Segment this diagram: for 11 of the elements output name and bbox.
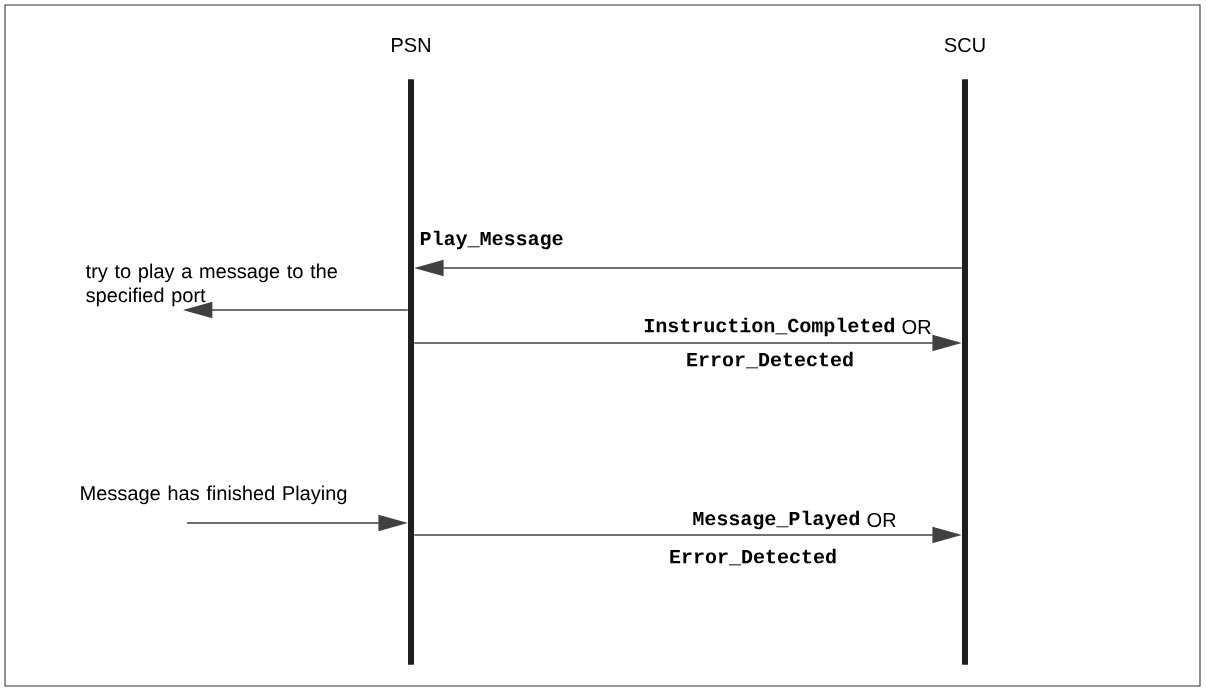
message-label: Instruction_Completed bbox=[644, 317, 894, 337]
or-text: OR bbox=[867, 512, 896, 528]
message-label: Message_Played bbox=[693, 510, 859, 530]
message-label: Error_Detected bbox=[687, 351, 853, 369]
or-text: OR bbox=[902, 319, 931, 335]
lifeline-heading: SCU bbox=[944, 37, 985, 53]
message-label: Play_Message bbox=[420, 230, 563, 250]
lifeline-heading: PSN bbox=[392, 37, 430, 53]
note-text: try to play a message to the specified port bbox=[85, 263, 337, 307]
note-text: Message has finished Playing bbox=[81, 485, 347, 505]
message-label: Error_Detected bbox=[670, 548, 836, 566]
